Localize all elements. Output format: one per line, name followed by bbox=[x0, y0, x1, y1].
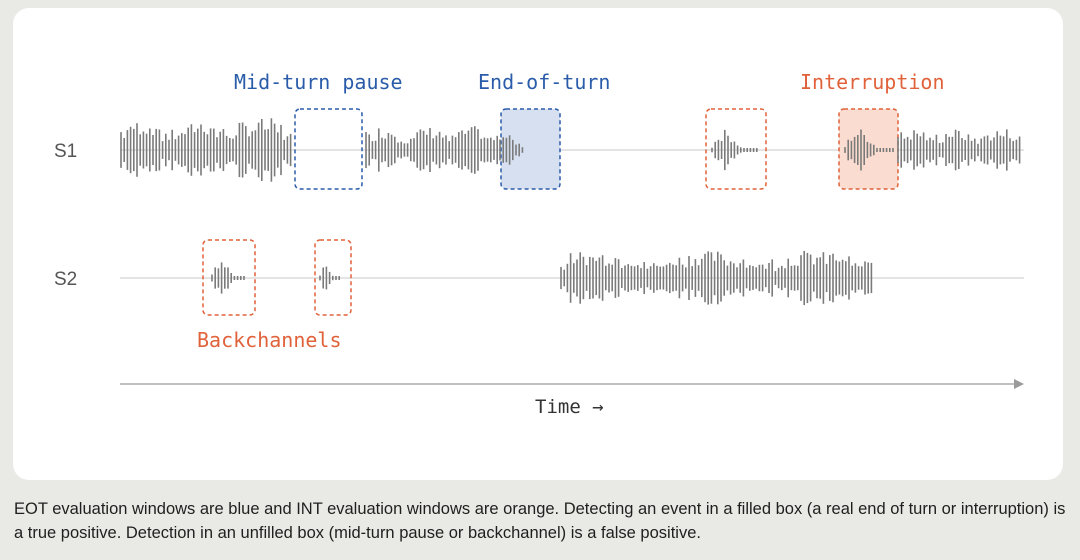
speaker-label-s1: S1 bbox=[54, 141, 77, 162]
s1-waveform bbox=[120, 118, 1021, 182]
speaker-label-s2: S2 bbox=[54, 269, 77, 290]
backchannel-window-1 bbox=[202, 239, 256, 316]
backchannel-window-2 bbox=[314, 239, 352, 316]
diagram-panel bbox=[13, 8, 1063, 480]
time-axis-arrowhead bbox=[1014, 379, 1024, 389]
mid-turn-pause-label: Mid-turn pause bbox=[234, 70, 403, 94]
backchannels-label: Backchannels bbox=[197, 328, 342, 352]
false-interruption-window bbox=[705, 108, 767, 190]
time-axis-label: Time → bbox=[535, 396, 604, 418]
end-of-turn-label: End-of-turn bbox=[478, 70, 610, 94]
figure-caption: EOT evaluation windows are blue and INT … bbox=[14, 500, 1066, 542]
mid-turn-pause-window bbox=[294, 108, 363, 190]
interruption-label: Interruption bbox=[800, 70, 945, 94]
turn-taking-diagram: S1 S2 Mid-turn pause End-of-turn Interru… bbox=[54, 70, 1024, 418]
end-of-turn-window bbox=[500, 108, 561, 190]
s2-waveform bbox=[211, 250, 873, 306]
